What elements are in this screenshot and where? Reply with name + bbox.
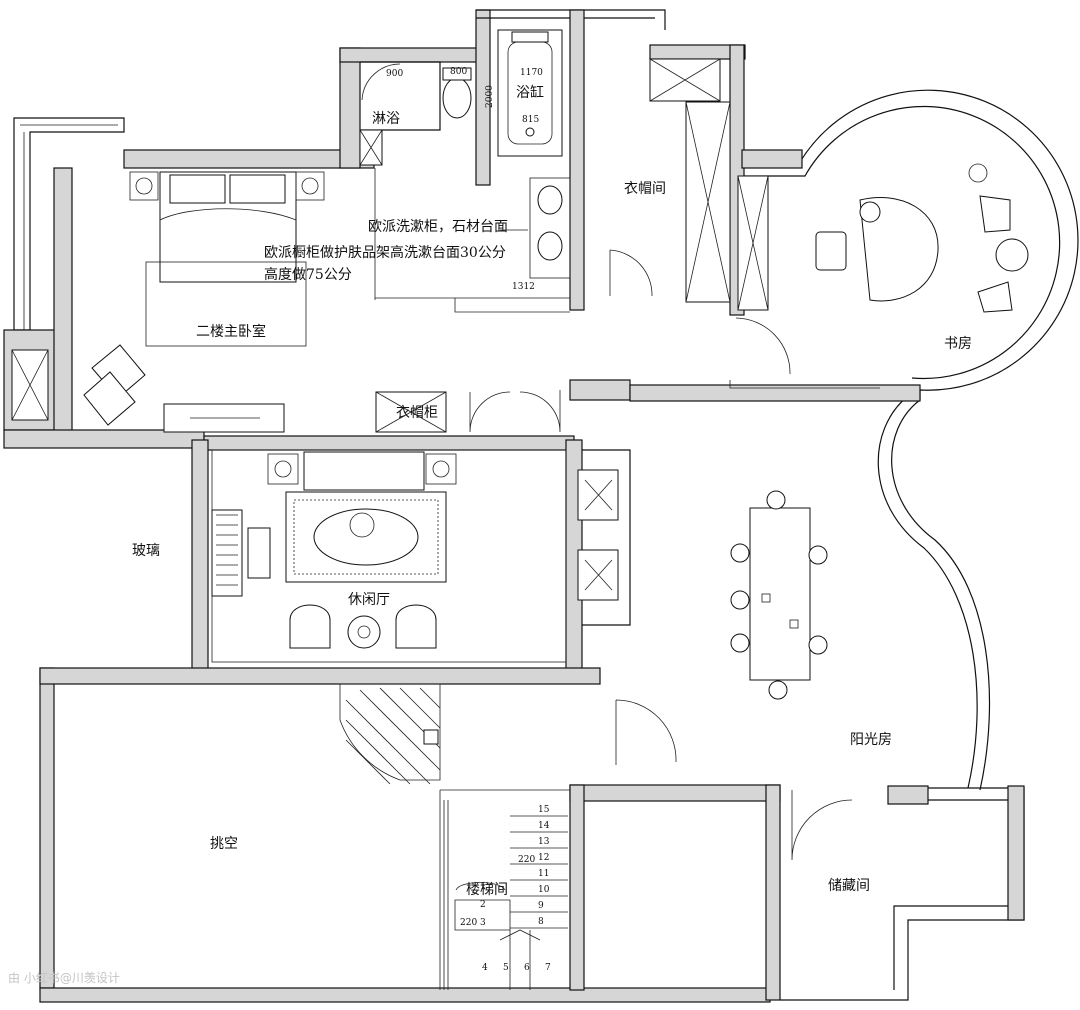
bathroom [359, 29, 769, 313]
lounge-furniture [211, 449, 619, 663]
label-wardrobe: 衣帽柜 [396, 405, 438, 421]
stair-step-1: 1 [480, 882, 486, 892]
stair-step-13: 13 [538, 837, 550, 847]
dim-stair-width: 220 [518, 855, 535, 865]
label-lounge: 休闲厅 [348, 592, 390, 608]
label-shower: 淋浴 [372, 111, 400, 127]
stair-step-12: 12 [538, 853, 549, 863]
dim-shower-width: 900 [386, 69, 403, 79]
annotations: 欧派洗漱柜，石材台面 欧派橱柜做护肤品架高洗漱台面30公分 高度做75公分 90… [264, 67, 543, 928]
room-labels: 淋浴 浴缸 衣帽间 书房 二楼主卧室 衣帽柜 玻璃 休闲厅 阳光房 挑空 楼梯间… [132, 84, 972, 898]
stair-step-14: 14 [538, 821, 550, 831]
label-cloakroom-top: 衣帽间 [624, 181, 666, 197]
dim-toilet-width: 800 [450, 67, 467, 77]
sunroom-furniture [615, 490, 853, 861]
stair-step-4: 4 [482, 963, 488, 973]
stair-step-7: 7 [545, 963, 551, 973]
stair-step-3: 3 [480, 918, 486, 928]
dim-tub-side: 2000 [485, 85, 495, 108]
label-glass: 玻璃 [132, 542, 160, 559]
stair-step-8: 8 [538, 917, 544, 927]
stair-step-numbers: 15 14 13 12 11 10 9 8 7 6 5 4 3 2 1 [480, 805, 551, 973]
stair-step-9: 9 [538, 901, 544, 911]
stair-step-2: 2 [480, 900, 486, 910]
label-void: 挑空 [210, 836, 238, 852]
study-furniture [729, 163, 1029, 389]
bedroom-furniture [83, 171, 561, 433]
label-stairwell: 楼梯间 [466, 882, 508, 898]
label-study: 书房 [944, 336, 972, 352]
dim-tub-width: 815 [522, 115, 539, 125]
note-vanity: 欧派洗漱柜，石材台面 [368, 219, 508, 235]
label-bathtub: 浴缸 [516, 84, 544, 101]
stair-step-5: 5 [503, 963, 509, 973]
stair-area [339, 683, 570, 990]
note-cabinet-line2: 高度做75公分 [264, 266, 352, 283]
stair-step-6: 6 [524, 963, 530, 973]
stair-step-11: 11 [538, 869, 549, 879]
stair-step-15: 15 [538, 805, 550, 815]
dim-vanity-length: 1312 [512, 282, 535, 292]
label-master-bedroom: 二楼主卧室 [196, 323, 266, 340]
stair-step-10: 10 [538, 885, 550, 895]
label-sunroom: 阳光房 [850, 732, 892, 748]
walls [3, 9, 1079, 1003]
watermark: 由 小红书@川羡设计 [8, 970, 120, 985]
label-storage: 储藏间 [828, 878, 870, 894]
note-cabinet-line1: 欧派橱柜做护肤品架高洗漱台面30公分 [264, 244, 506, 261]
dim-tub-length: 1170 [520, 68, 543, 78]
dim-stair-width-2: 220 [460, 918, 477, 928]
